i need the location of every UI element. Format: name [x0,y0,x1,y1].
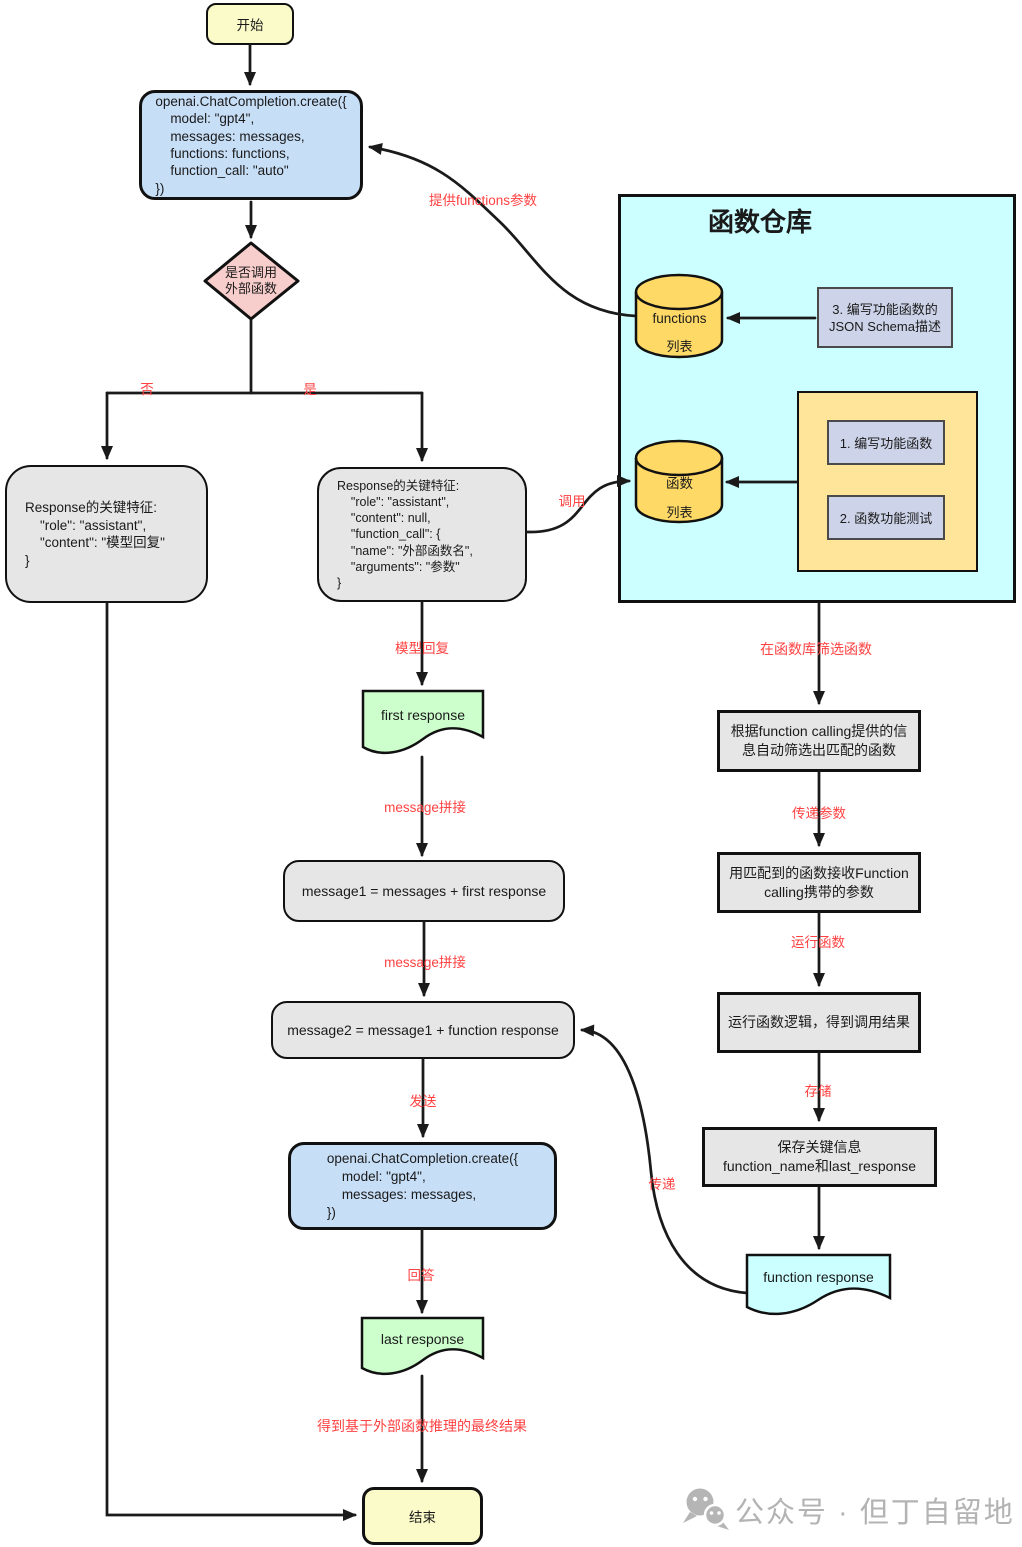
api-call-1-code: openai.ChatCompletion.create({ model: "g… [155,93,347,196]
edge-no-to-end [105,601,357,1521]
message1-node: message1 = messages + first response [283,860,565,922]
step1-write-function-box: 1. 编写功能函数 [827,420,945,465]
warehouse-title: 函数仓库 [707,206,812,237]
branch-yes-label: 是 [303,382,317,397]
end-label: 结束 [409,1510,436,1525]
start-label: 开始 [236,18,264,33]
step2-test-function-box: 2. 函数功能测试 [827,495,945,540]
model-reply-label: 模型回复 [395,641,449,656]
store-label: 存储 [804,1084,832,1099]
end-node: 结束 [362,1487,483,1545]
pass-label: 传递 [648,1177,676,1192]
api-call-2-node: openai.ChatCompletion.create({ model: "g… [288,1142,557,1230]
last-response-doc-label: last response [380,1331,465,1347]
run-function-label: 运行函数 [791,935,845,950]
provide-functions-label: 提供functions参数 [428,193,538,208]
save-info-box: 保存关键信息 function_name和last_response [702,1127,937,1187]
pass-params-label: 传递参数 [792,806,846,821]
wechat-icon [683,1488,729,1530]
branch-no-label: 否 [140,382,154,397]
filter-in-library-label: 在函数库筛选函数 [760,641,872,657]
decision-label: 是否调用 外部函数 [224,265,277,296]
api-call-2-code: openai.ChatCompletion.create({ model: "g… [326,1151,519,1220]
response-yes-node: Response的关键特征: "role": "assistant", "con… [317,467,527,602]
first-response-doc-label: first response [380,707,466,723]
function-response-doc-label: function response [763,1269,874,1285]
receive-params-box: 用匹配到的函数接收Function calling携带的参数 [717,852,921,913]
message-concat-label-1: message拼接 [384,800,466,815]
message2-node: message2 = message1 + function response [271,1001,575,1059]
step3-schema-box: 3. 编写功能函数的 JSON Schema描述 [817,287,953,348]
response-no-code: Response的关键特征: "role": "assistant", "con… [25,500,165,568]
run-function-box: 运行函数逻辑，得到调用结果 [717,992,921,1053]
start-node: 开始 [206,3,294,45]
filter-functions-box: 根据function calling提供的信息自动筛选出匹配的函数 [717,710,921,772]
response-no-node: Response的关键特征: "role": "assistant", "con… [5,465,208,603]
response-yes-code: Response的关键特征: "role": "assistant", "con… [337,478,473,590]
final-result-label: 得到基于外部函数推理的最终结果 [317,1418,527,1434]
functions-cylinder-suffix: 列表 [666,338,693,354]
functions-cylinder-label: functions [652,310,707,326]
function-cylinder-label: 函数 [666,476,693,491]
message-concat-label-2: message拼接 [384,955,466,970]
function-cylinder-suffix: 列表 [666,504,693,520]
send-label: 发送 [409,1094,437,1109]
answer-label: 回答 [407,1268,435,1283]
edge-provide-functions-curve [368,143,638,318]
watermark-text: 公众号 · 但丁自留地 [735,1497,1015,1529]
function-dev-container [797,391,978,572]
api-call-1-node: openai.ChatCompletion.create({ model: "g… [139,90,363,200]
invoke-label: 调用 [558,494,586,509]
